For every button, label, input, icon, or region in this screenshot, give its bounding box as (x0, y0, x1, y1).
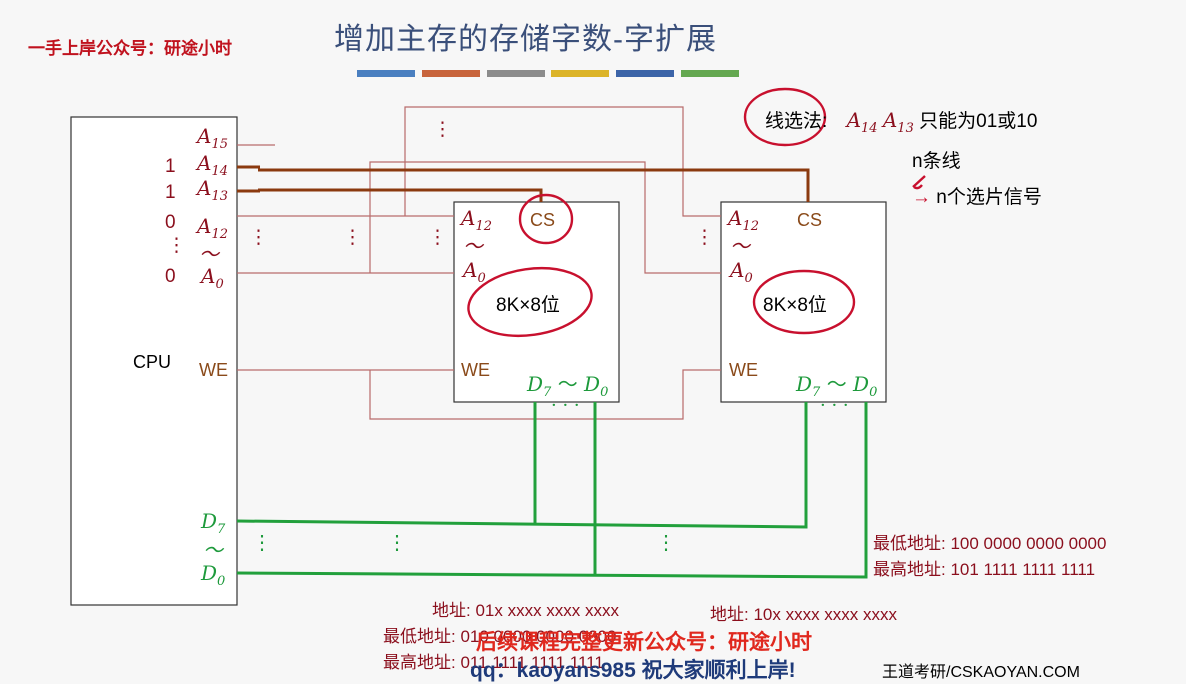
chip1-pin-a0: A0 (463, 258, 486, 286)
cpu-pin-a0: A0 (201, 264, 224, 292)
chip1-size: 8K×8位 (496, 295, 560, 316)
vdots: ⋮ (249, 227, 268, 248)
cpu-label: CPU (133, 352, 172, 372)
n-signals-note: → n个选片信号 (912, 187, 1042, 208)
line-select-note: 线选法: A14 A13 只能为01或10 (765, 108, 1038, 136)
chip1-lowest-address: 最低地址: 010 0000 0000 0000 (383, 627, 617, 646)
chip1-highest-address: 最高地址: 011 1111 1111 1111 (383, 653, 604, 672)
bit-vdots: ⋮ (167, 235, 186, 256)
chip2-pin-a12: A12 (728, 206, 759, 234)
chip2-pin-tilde: ～ (730, 234, 750, 258)
cpu-pin-d0: D0 (201, 561, 226, 589)
cpu-pin-a15: A15 (197, 124, 228, 152)
cpu-pin-a13: A13 (197, 176, 228, 204)
chip1-data-pins: D7 ～ D0 (527, 372, 609, 400)
data-bus (236, 402, 868, 579)
color-bar (422, 70, 480, 77)
a13-to-cs1 (258, 188, 543, 202)
cpu-pin-tilde: ～ (199, 242, 219, 266)
circle-line-select (743, 87, 827, 147)
slide-title: 增加主存的存储字数-字扩展 (334, 23, 717, 56)
vdots: ⋮ (433, 119, 452, 140)
cpu-pin-d7: D7 (201, 509, 226, 537)
cpu-box (70, 116, 238, 606)
chip2-cs: CS (797, 210, 823, 230)
site-watermark: 王道考研/CSKAOYAN.COM (882, 664, 1080, 681)
cpu-pin-a14: A14 (197, 151, 228, 179)
address-lines (237, 106, 721, 420)
chip2-size: 8K×8位 (763, 295, 827, 316)
bit-a14: 1 (165, 156, 176, 177)
circle-chip2-size (752, 269, 856, 335)
cpu-pin-we: WE (199, 360, 228, 380)
chip2-we: WE (729, 360, 758, 380)
chip2-address-pattern: 地址: 10x xxxx xxxx xxxx (710, 605, 898, 624)
color-bar (681, 70, 739, 77)
bit-a0: 0 (165, 266, 176, 287)
vdots-green: ⋮ (656, 530, 676, 554)
n-lines-note: n条线 (912, 151, 961, 172)
brand-watermark: 一手上岸公众号：研途小时 (28, 39, 232, 58)
line-select-text: 只能为01或10 (919, 111, 1038, 132)
we-branch (369, 369, 721, 420)
vdots: ⋮ (695, 227, 714, 248)
vdots-green: ⋮ (387, 530, 407, 554)
cpu-pin-d-tilde: ～ (203, 538, 223, 562)
a14-to-cs2 (258, 168, 810, 202)
line-select-label: 线选法: (765, 111, 828, 132)
color-bar (616, 70, 674, 77)
chip2-data-pins: D7 ～ D0 (796, 372, 878, 400)
chip-select-lines (237, 165, 810, 202)
cpu-pin-a12: A12 (197, 214, 228, 242)
arrow-icon: → (912, 187, 931, 208)
a0-branch (369, 161, 721, 274)
chip2-pin-a0: A0 (730, 258, 753, 286)
bit-a13: 1 (165, 182, 176, 203)
color-bar (551, 70, 609, 77)
vdots: ⋮ (428, 227, 447, 248)
pen-mark (912, 175, 926, 190)
circle-chip1-size (467, 267, 593, 337)
color-bar (357, 70, 415, 77)
chip1-pin-tilde: ～ (463, 234, 483, 258)
vdots-green: ⋮ (252, 530, 272, 554)
circle-cs (518, 193, 574, 245)
annotations (467, 87, 926, 337)
d7-bus (236, 402, 808, 529)
vdots: ⋮ (343, 227, 362, 248)
chip1-cs: CS (530, 210, 556, 230)
chip2-highest-address: 最高地址: 101 1111 1111 1111 (873, 560, 1096, 579)
a12-branch (404, 106, 721, 217)
promo-watermark: 后续课程完整更新公众号：研途小时 (476, 631, 812, 654)
d0-bus (236, 402, 868, 579)
chip1-pin-a12: A12 (461, 206, 492, 234)
chip1-we: WE (461, 360, 490, 380)
color-bar (487, 70, 545, 77)
chip2-box (720, 201, 887, 403)
chip1-address-pattern: 地址: 01x xxxx xxxx xxxx (432, 601, 620, 620)
chip1-data-dots: · · · (551, 395, 580, 416)
chip2-data-dots: · · · (820, 395, 849, 416)
qq-watermark: qq：kaoyans985 祝大家顺利上岸! (470, 659, 796, 682)
bit-a12: 0 (165, 212, 176, 233)
chip2-lowest-address: 最低地址: 100 0000 0000 0000 (873, 534, 1107, 553)
